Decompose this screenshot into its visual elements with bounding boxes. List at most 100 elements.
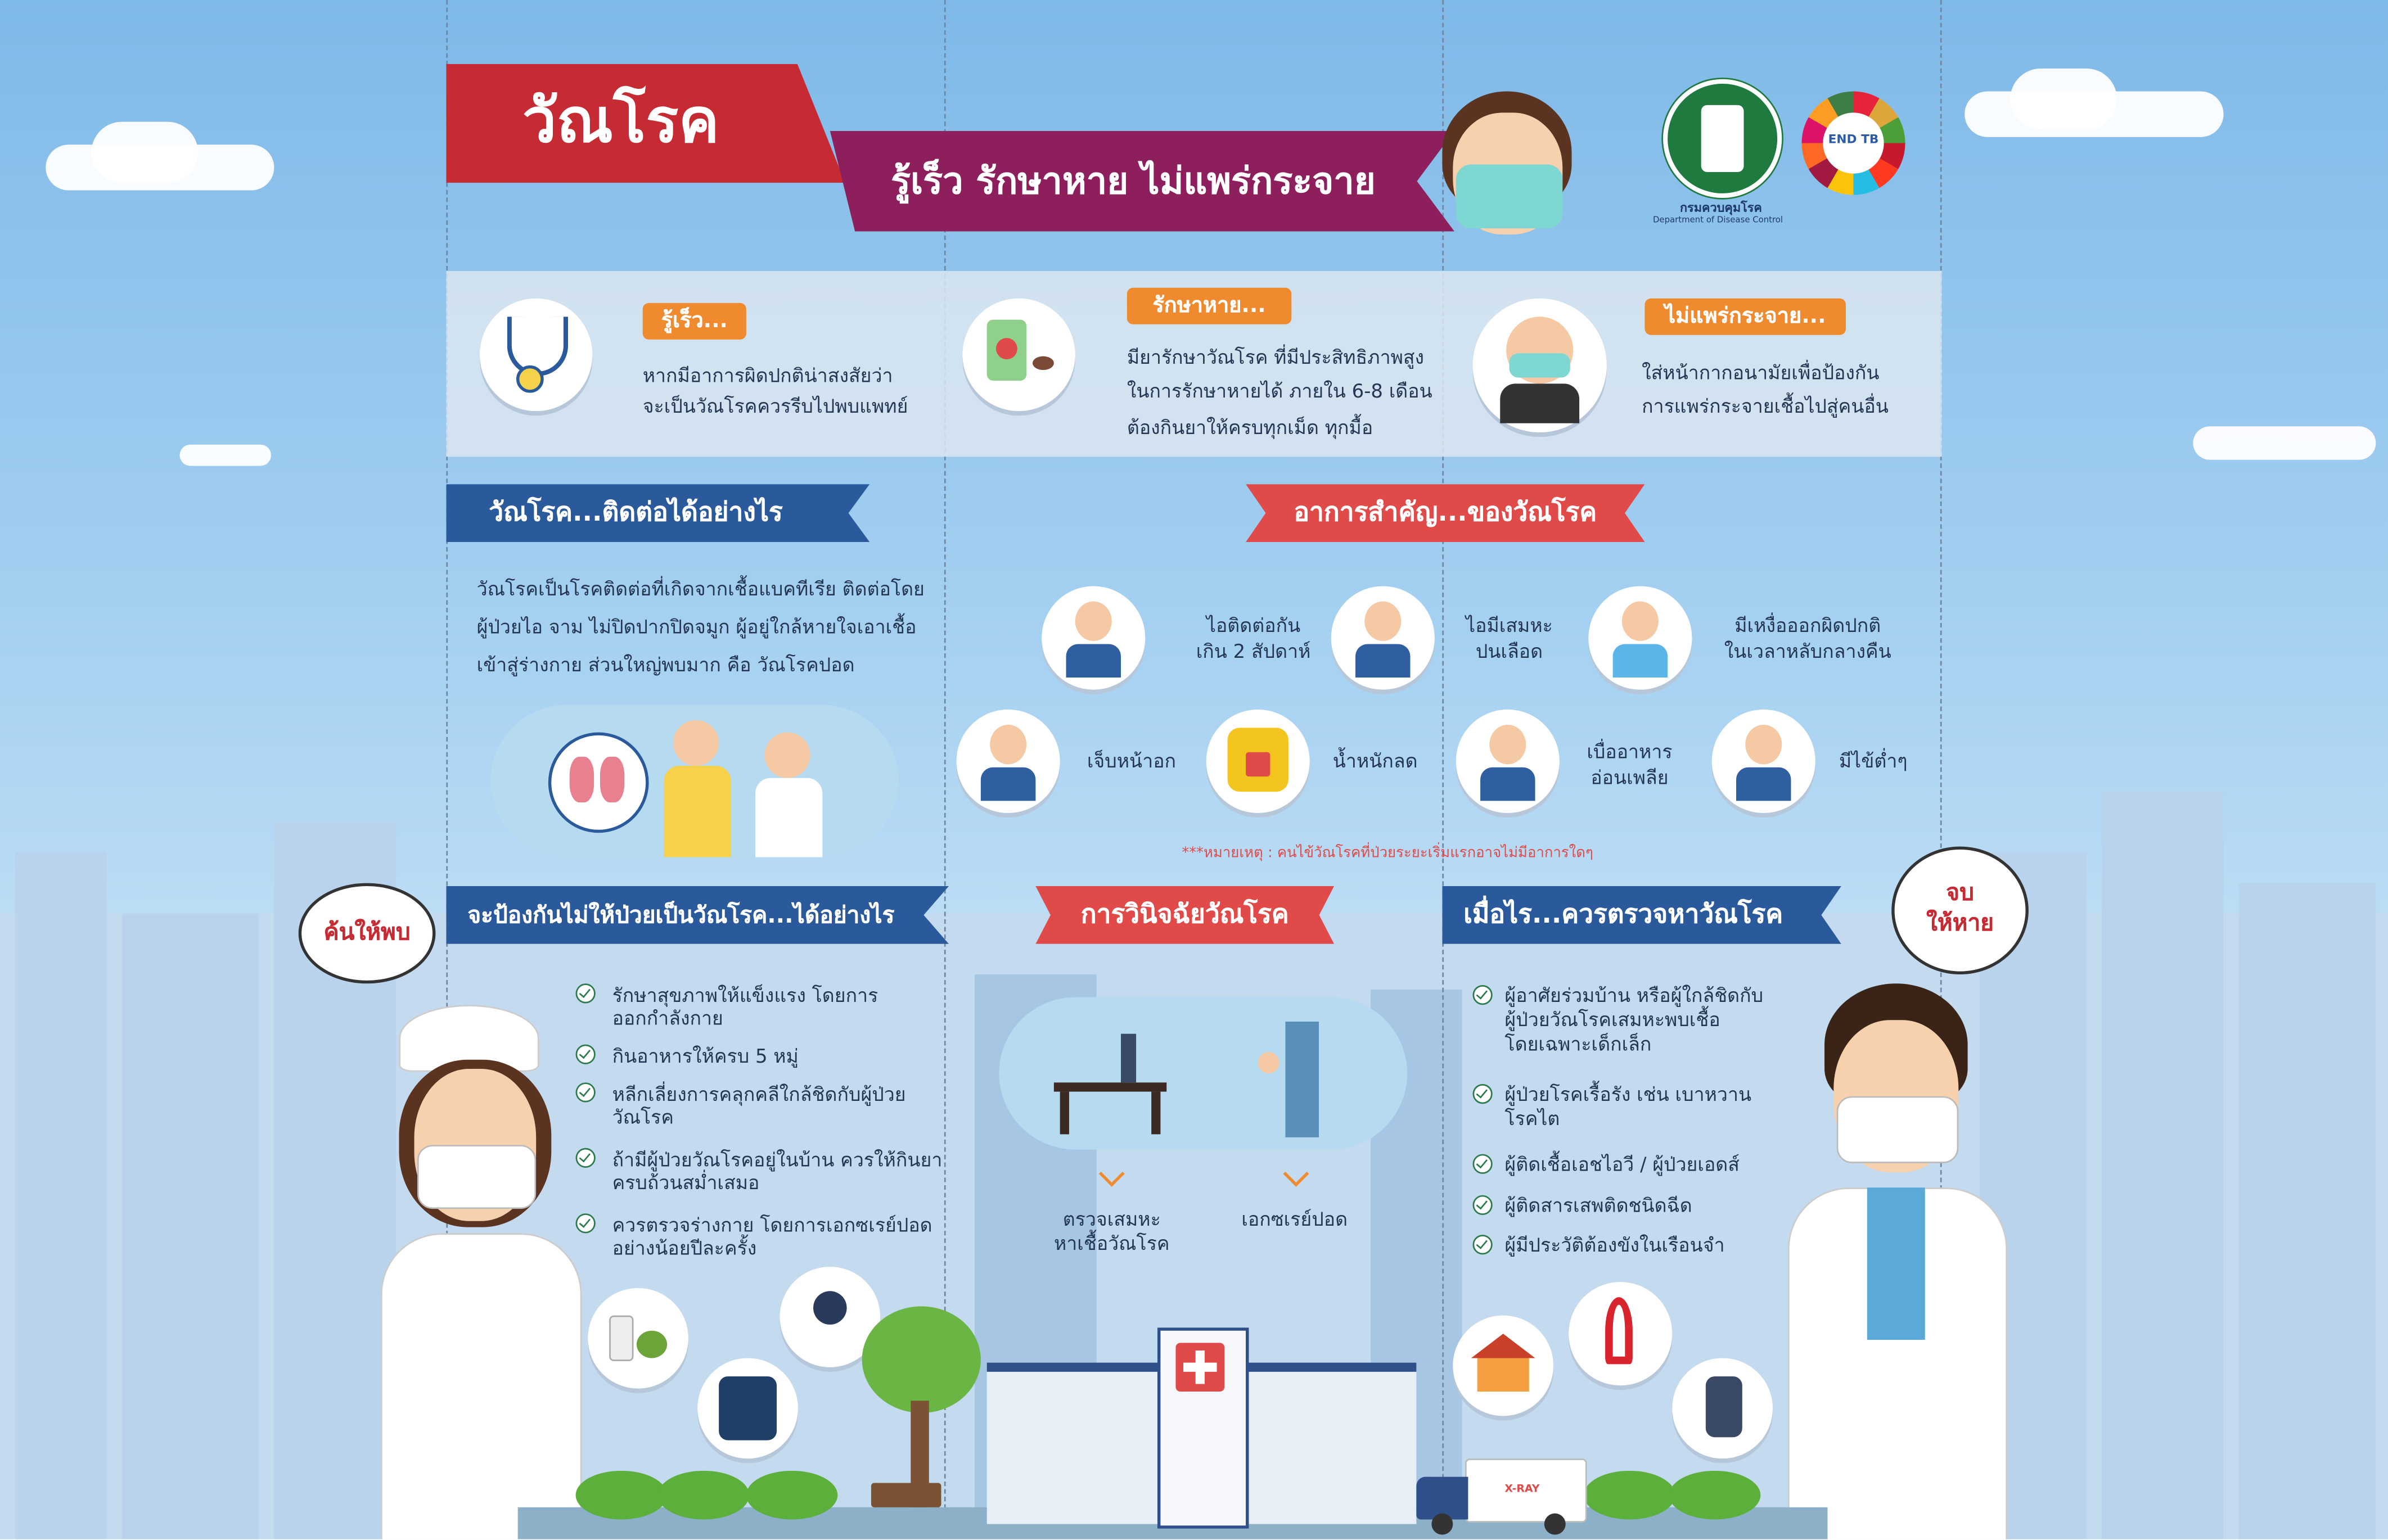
cloud [2010, 68, 2117, 130]
masked-girl-illustration [1435, 91, 1579, 243]
glucose-meter-icon [1672, 1358, 1773, 1459]
symptom-3-text-2: ในเวลาหลับกลางคืน [1724, 639, 1891, 662]
truck-label: X-RAY [1504, 1483, 1540, 1496]
symptom-1-text-2: เกิน 2 สัปดาห์ [1196, 639, 1311, 662]
nurse-bubble-text: ค้นให้พบ [323, 918, 411, 946]
diagnosis-item-1-l1: ตรวจเสมหะ [1062, 1207, 1161, 1230]
transmission-line-3: เข้าสู่ร่างกาย ส่วนใหญ่พบมาก คือ วัณโรคป… [476, 653, 855, 676]
symptom-1-text-1: ไอติดต่อกัน [1206, 613, 1301, 636]
diagnosis-heading: การวินิจฉัยวัณโรค [1035, 886, 1335, 944]
key-text-early-2: จะเป็นวัณโรคควรรีบไปพบแพทย์ [642, 394, 908, 417]
screening-item-2-l1: ผู้ป่วยโรคเรื้อรัง เช่น เบาหวาน [1504, 1082, 1752, 1105]
check-icon [575, 1082, 596, 1103]
check-icon [1472, 1195, 1493, 1215]
subtitle-banner: รู้เร็ว รักษาหาย ไม่แพร่กระจาย [830, 130, 1455, 232]
bush [657, 1470, 750, 1520]
symptom-6-text-2: อ่อนเพลีย [1591, 766, 1669, 789]
key-label-nospread: ไม่แพร่กระจาย... [1644, 298, 1846, 335]
xray-truck: X-RAY [1416, 1458, 1587, 1535]
symptom-cough-icon [1042, 586, 1146, 690]
check-icon [575, 1044, 596, 1064]
key-text-nospread-2: การแพร่กระจายเชื้อไปสู่คนอื่น [1642, 394, 1889, 417]
transmission-line-1: วัณโรคเป็นโรคติดต่อที่เกิดจากเชื้อแบคทีเ… [476, 577, 925, 600]
doctor-bubble-text-1: จบ [1946, 878, 1974, 906]
check-icon [575, 1213, 596, 1234]
endtb-text: END TB [1828, 132, 1879, 146]
key-text-cure-2: ในการรักษาหายได้ ภายใน 6-8 เดือน [1127, 379, 1432, 402]
prevention-item-5-l2: อย่างน้อยปีละครั้ง [612, 1236, 757, 1259]
stethoscope-icon [479, 298, 593, 412]
prevention-item-4-l2: ครบถ้วนสม่ำเสมอ [612, 1171, 760, 1194]
check-icon [1472, 1084, 1493, 1104]
check-icon [1472, 1235, 1493, 1255]
bush [1584, 1470, 1675, 1520]
symptom-fatigue-icon [1456, 709, 1560, 814]
microscope-icon [1053, 1028, 1167, 1135]
symptom-2-text-2: ปนเลือด [1475, 639, 1543, 662]
doctor-speech-bubble: จบ ให้หาย [1891, 846, 2029, 975]
title-banner: วัณโรค [446, 64, 845, 183]
house-icon [1453, 1315, 1554, 1416]
key-label-cure: รักษาหาย... [1127, 287, 1292, 324]
doctor-illustration [1782, 983, 2010, 1539]
symptom-night-sweat-icon [1588, 586, 1692, 690]
building [15, 852, 107, 1539]
coughing-illustration [490, 704, 899, 857]
check-icon [1472, 985, 1493, 1005]
symptom-4-text-1: เจ็บหน้าอก [1087, 749, 1177, 772]
screening-heading: เมื่อไร...ควรตรวจหาวัณโรค [1442, 886, 1841, 944]
nurse-speech-bubble: ค้นให้พบ [298, 883, 436, 984]
symptom-6-text-1: เบื่ออาหาร [1587, 740, 1673, 763]
prevention-item-4-l1: ถ้ามีผู้ป่วยวัณโรคอยู่ในบ้าน ควรให้กินยา [612, 1148, 943, 1171]
prevention-item-3-l1: หลีกเลี่ยงการคลุกคลีใกล้ชิดกับผู้ป่วย [612, 1082, 906, 1105]
ministry-name-en: Department of Disease Control [1652, 216, 1783, 225]
cloud [179, 444, 272, 466]
page-subtitle: รู้เร็ว รักษาหาย ไม่แพร่กระจาย [891, 160, 1376, 203]
check-icon [1472, 1154, 1493, 1174]
ministry-name: กรมควบคุมโรค [1679, 201, 1762, 215]
key-text-cure-1: มียารักษาวัณโรค ที่มีประสิทธิภาพสูง [1127, 345, 1425, 369]
column-divider [1940, 0, 1942, 1539]
screening-item-5-l1: ผู้มีประวัติต้องขังในเรือนจำ [1504, 1233, 1725, 1257]
bush [746, 1470, 838, 1520]
column-divider [944, 0, 946, 1539]
diagnosis-illustration [999, 997, 1408, 1150]
bush [1669, 1470, 1761, 1520]
xray-icon [697, 1358, 798, 1459]
aids-ribbon-icon [1569, 1282, 1673, 1386]
prevention-item-3-l2: วัณโรค [612, 1105, 674, 1128]
screening-item-4-l1: ผู้ติดสารเสพติดชนิดฉีด [1504, 1193, 1692, 1217]
check-icon [575, 983, 596, 1004]
prevention-item-1-l1: รักษาสุขภาพให้แข็งแรง โดยการ [612, 983, 878, 1006]
doctor-bubble-text-2: ให้หาย [1926, 909, 1994, 937]
screening-item-1-l2: ผู้ป่วยวัณโรคเสมหะพบเชื้อ [1504, 1008, 1720, 1031]
diagnosis-item-1-l2: หาเชื้อวัณโรค [1053, 1231, 1170, 1255]
symptom-blood-cough-icon [1331, 586, 1435, 690]
prevention-item-5-l1: ควรตรวจร่างกาย โดยการเอกซเรย์ปอด [612, 1213, 932, 1236]
symptom-2-text-1: ไอมีเสมหะ [1466, 613, 1553, 636]
prevention-item-1-l2: ออกกำลังกาย [612, 1006, 723, 1029]
xray-machine-icon [1258, 1022, 1334, 1137]
column-divider [446, 0, 448, 1539]
building [2101, 792, 2224, 1539]
key-text-cure-3: ต้องกินยาให้ครบทุกเม็ด ทุกมื้อ [1127, 416, 1373, 439]
symptom-3-text-1: มีเหงื่อออกผิดปกติ [1734, 613, 1881, 636]
cloud [2193, 426, 2376, 460]
symptoms-note: ***หมายเหตุ : คนไข้วัณโรคที่ป่วยระยะเริ่… [1182, 844, 1593, 862]
diagnosis-item-2: เอกซเรย์ปอด [1241, 1207, 1348, 1230]
medicine-icon [962, 298, 1075, 412]
symptom-7-text-1: มีไข้ต่ำๆ [1839, 749, 1908, 772]
nurse-illustration [366, 1005, 594, 1539]
symptom-weight-loss-icon [1206, 709, 1310, 814]
prevention-heading: จะป้องกันไม่ให้ป่วยเป็นวัณโรค...ได้อย่าง… [446, 886, 949, 944]
key-text-nospread-1: ใส่หน้ากากอนามัยเพื่อป้องกัน [1642, 360, 1880, 384]
ministry-logo [1663, 79, 1782, 198]
symptom-5-text-1: น้ำหนักลด [1332, 749, 1418, 772]
screening-item-3-l1: ผู้ติดเชื้อเอชไอวี / ผู้ป่วยเอดส์ [1504, 1152, 1740, 1176]
screening-item-1-l1: ผู้อาศัยร่วมบ้าน หรือผู้ใกล้ชิดกับ [1504, 983, 1764, 1006]
bench [871, 1483, 941, 1507]
column-divider [1442, 0, 1444, 1539]
screening-item-2-l2: โรคไต [1504, 1107, 1560, 1130]
food-icon [588, 1288, 688, 1389]
